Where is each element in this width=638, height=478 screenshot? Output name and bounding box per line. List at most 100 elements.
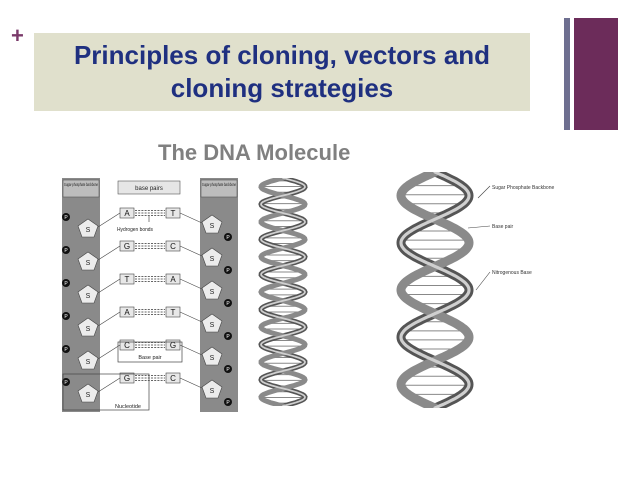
base-right-label: G xyxy=(170,341,176,350)
phosphate-right-shape xyxy=(224,332,232,340)
connector-right xyxy=(179,278,203,290)
phosphate-left-shape xyxy=(62,279,70,287)
phosphate-left-label: P xyxy=(64,248,68,254)
connector-left xyxy=(97,245,121,261)
phosphate-left-shape xyxy=(62,345,70,353)
phosphate-right-shape xyxy=(224,398,232,406)
sugar-left-label: S xyxy=(86,326,91,333)
sugar-right-shape xyxy=(201,379,223,399)
base-left-label: C xyxy=(124,341,130,350)
base-right-box xyxy=(165,372,181,384)
strand-b xyxy=(258,178,308,406)
base-pair-label: Base pair xyxy=(138,355,161,361)
phosphate-left-shape xyxy=(62,378,70,386)
header-right-backbone: Sugar-phosphate backbone xyxy=(202,182,236,187)
connector-left xyxy=(97,344,121,360)
hydrogen-bonds-label: Hydrogen bonds xyxy=(117,227,153,233)
base-right-label: A xyxy=(170,275,176,284)
sugar-left-label: S xyxy=(86,359,91,366)
sugar-right-shape xyxy=(201,280,223,300)
label-base-pair: Base pair xyxy=(492,224,513,230)
base-right-box xyxy=(165,339,181,351)
sugar-right-shape xyxy=(201,247,223,267)
phosphate-left-label: P xyxy=(64,314,68,320)
phosphate-left-shape xyxy=(62,246,70,254)
base-right-box xyxy=(165,306,181,318)
base-left-label: G xyxy=(124,374,130,383)
sugar-right-label: S xyxy=(210,388,215,395)
sugar-right-label: S xyxy=(210,256,215,263)
sugar-left-shape xyxy=(77,251,99,271)
sugar-right-shape xyxy=(201,214,223,234)
sugar-left-shape xyxy=(77,350,99,370)
connector-right xyxy=(179,245,203,257)
base-left-box xyxy=(119,273,135,285)
slide-subtitle: The DNA Molecule xyxy=(158,140,351,165)
sugar-left-shape xyxy=(77,383,99,403)
phosphate-right-shape xyxy=(224,266,232,274)
label-sugar-phosphate-backbone: Sugar Phosphate Backbone xyxy=(492,185,554,191)
base-left-box xyxy=(119,207,135,219)
connector-right xyxy=(179,212,203,224)
strand-a-highlight xyxy=(399,172,471,408)
phosphate-left-shape xyxy=(62,312,70,320)
strand-b xyxy=(396,172,474,408)
decor-bar-thin xyxy=(564,18,570,130)
base-right-box xyxy=(165,273,181,285)
base-left-box xyxy=(119,306,135,318)
helix-small-strands xyxy=(258,178,308,406)
base-left-box xyxy=(119,339,135,351)
base-right-label: T xyxy=(171,209,176,218)
base-left-label: T xyxy=(125,275,130,284)
title-line-1: Principles of cloning, vectors and xyxy=(73,40,491,70)
phosphate-right-label: P xyxy=(226,301,230,307)
sugar-left-label: S xyxy=(86,293,91,300)
phosphate-right-shape xyxy=(224,299,232,307)
phosphate-left-label: P xyxy=(64,347,68,353)
helix-large-strands xyxy=(396,172,474,408)
header-base-pairs: base pairs xyxy=(135,186,163,192)
decor-bar-wide xyxy=(574,18,618,130)
connector-right xyxy=(179,311,203,323)
phosphate-left-shape xyxy=(62,213,70,221)
title-box: Principles of cloning, vectors and cloni… xyxy=(34,33,530,111)
sugar-left-label: S xyxy=(86,260,91,267)
phosphate-right-label: P xyxy=(226,235,230,241)
sugar-left-shape xyxy=(77,284,99,304)
phosphate-left-label: P xyxy=(64,281,68,287)
header-left-backbone: Sugar-phosphate backbone xyxy=(64,182,98,187)
base-left-box xyxy=(119,240,135,252)
title-line-2: cloning strategies xyxy=(170,73,394,103)
base-right-label: C xyxy=(170,374,176,383)
sugar-right-label: S xyxy=(210,355,215,362)
connector-right xyxy=(179,377,203,389)
sugar-left-label: S xyxy=(86,392,91,399)
sugar-left-label: S xyxy=(86,227,91,234)
connector-left xyxy=(97,278,121,294)
bullet-plus-icon: + xyxy=(11,23,24,48)
base-left-label: A xyxy=(124,308,130,317)
dna-helix-large: Sugar Phosphate Backbone Base pair Nitro… xyxy=(396,172,554,408)
sugar-left-shape xyxy=(77,317,99,337)
base-right-box xyxy=(165,240,181,252)
connector-left xyxy=(97,212,121,228)
sugar-right-shape xyxy=(201,346,223,366)
phosphate-right-label: P xyxy=(226,400,230,406)
label-nitrogenous-base: Nitrogenous Base xyxy=(492,270,532,276)
sugar-left-shape xyxy=(77,218,99,238)
base-left-label: A xyxy=(124,209,130,218)
phosphate-right-label: P xyxy=(226,367,230,373)
connector-left xyxy=(97,377,121,393)
strand-a-highlight xyxy=(260,178,306,406)
base-right-label: C xyxy=(170,242,176,251)
connector-left xyxy=(97,311,121,327)
phosphate-right-shape xyxy=(224,365,232,373)
slide-title: Principles of cloning, vectors and cloni… xyxy=(34,39,530,105)
phosphate-right-label: P xyxy=(226,334,230,340)
nucleotide-label: Nucleotide xyxy=(115,404,141,410)
sugar-right-label: S xyxy=(210,223,215,230)
base-left-label: G xyxy=(124,242,130,251)
connector-right xyxy=(179,344,203,356)
phosphate-left-label: P xyxy=(64,380,68,386)
